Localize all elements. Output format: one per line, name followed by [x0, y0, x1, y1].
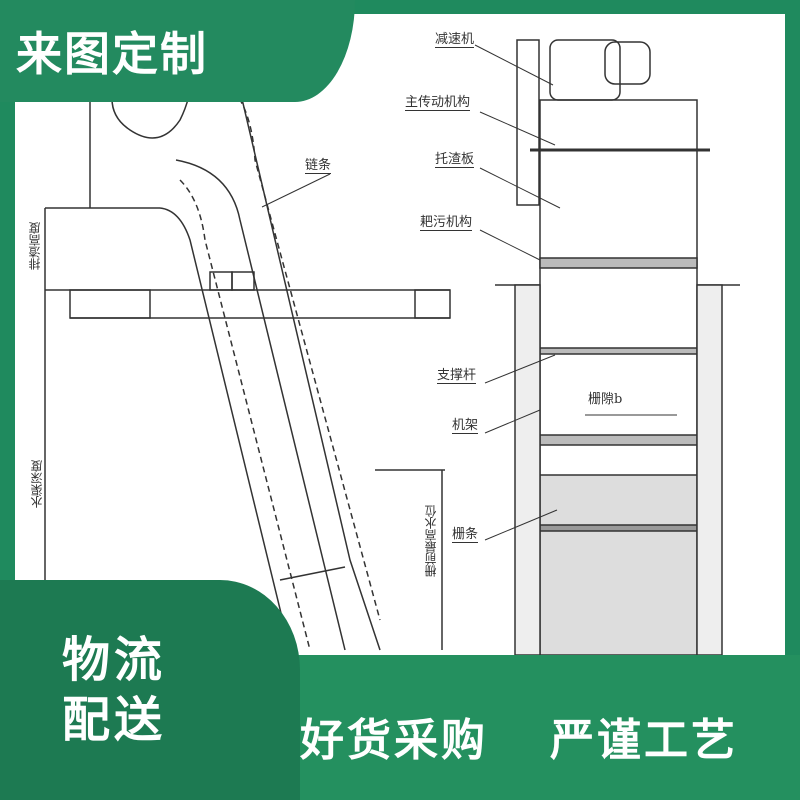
logistics-banner: 物流 配送 [0, 580, 300, 800]
label-reducer: 减速机 [435, 32, 475, 48]
label-frame: 机架 [452, 418, 479, 434]
label-bar-gap: 栅隙b [588, 392, 623, 407]
label-chain: 链条 [305, 158, 332, 174]
label-main-drive: 主传动机构 [405, 95, 471, 111]
custom-order-text: 来图定制 [16, 27, 208, 81]
label-rake: 耙污机构 [420, 215, 473, 231]
label-grate-bars: 栅条 [452, 527, 479, 543]
label-support-rod: 支撑杆 [437, 368, 477, 384]
label-max-water-level: 栅前最高水位 [424, 505, 438, 577]
slogan-quality-purchase: 好货采购 [300, 715, 488, 766]
front-view [495, 39, 740, 656]
custom-order-banner: 来图定制 [0, 0, 355, 102]
label-channel-depth: 水渠深度 [30, 460, 44, 508]
logistics-text-line1: 物流 [62, 632, 167, 688]
label-discharge-height: 排渣高度 [28, 222, 42, 270]
side-view [44, 4, 451, 651]
logistics-text-line2: 配送 [62, 692, 167, 748]
label-slag-plate: 托渣板 [435, 152, 475, 168]
leader-lines [261, 44, 561, 541]
slogan-rigorous-craft: 严谨工艺 [550, 715, 738, 766]
